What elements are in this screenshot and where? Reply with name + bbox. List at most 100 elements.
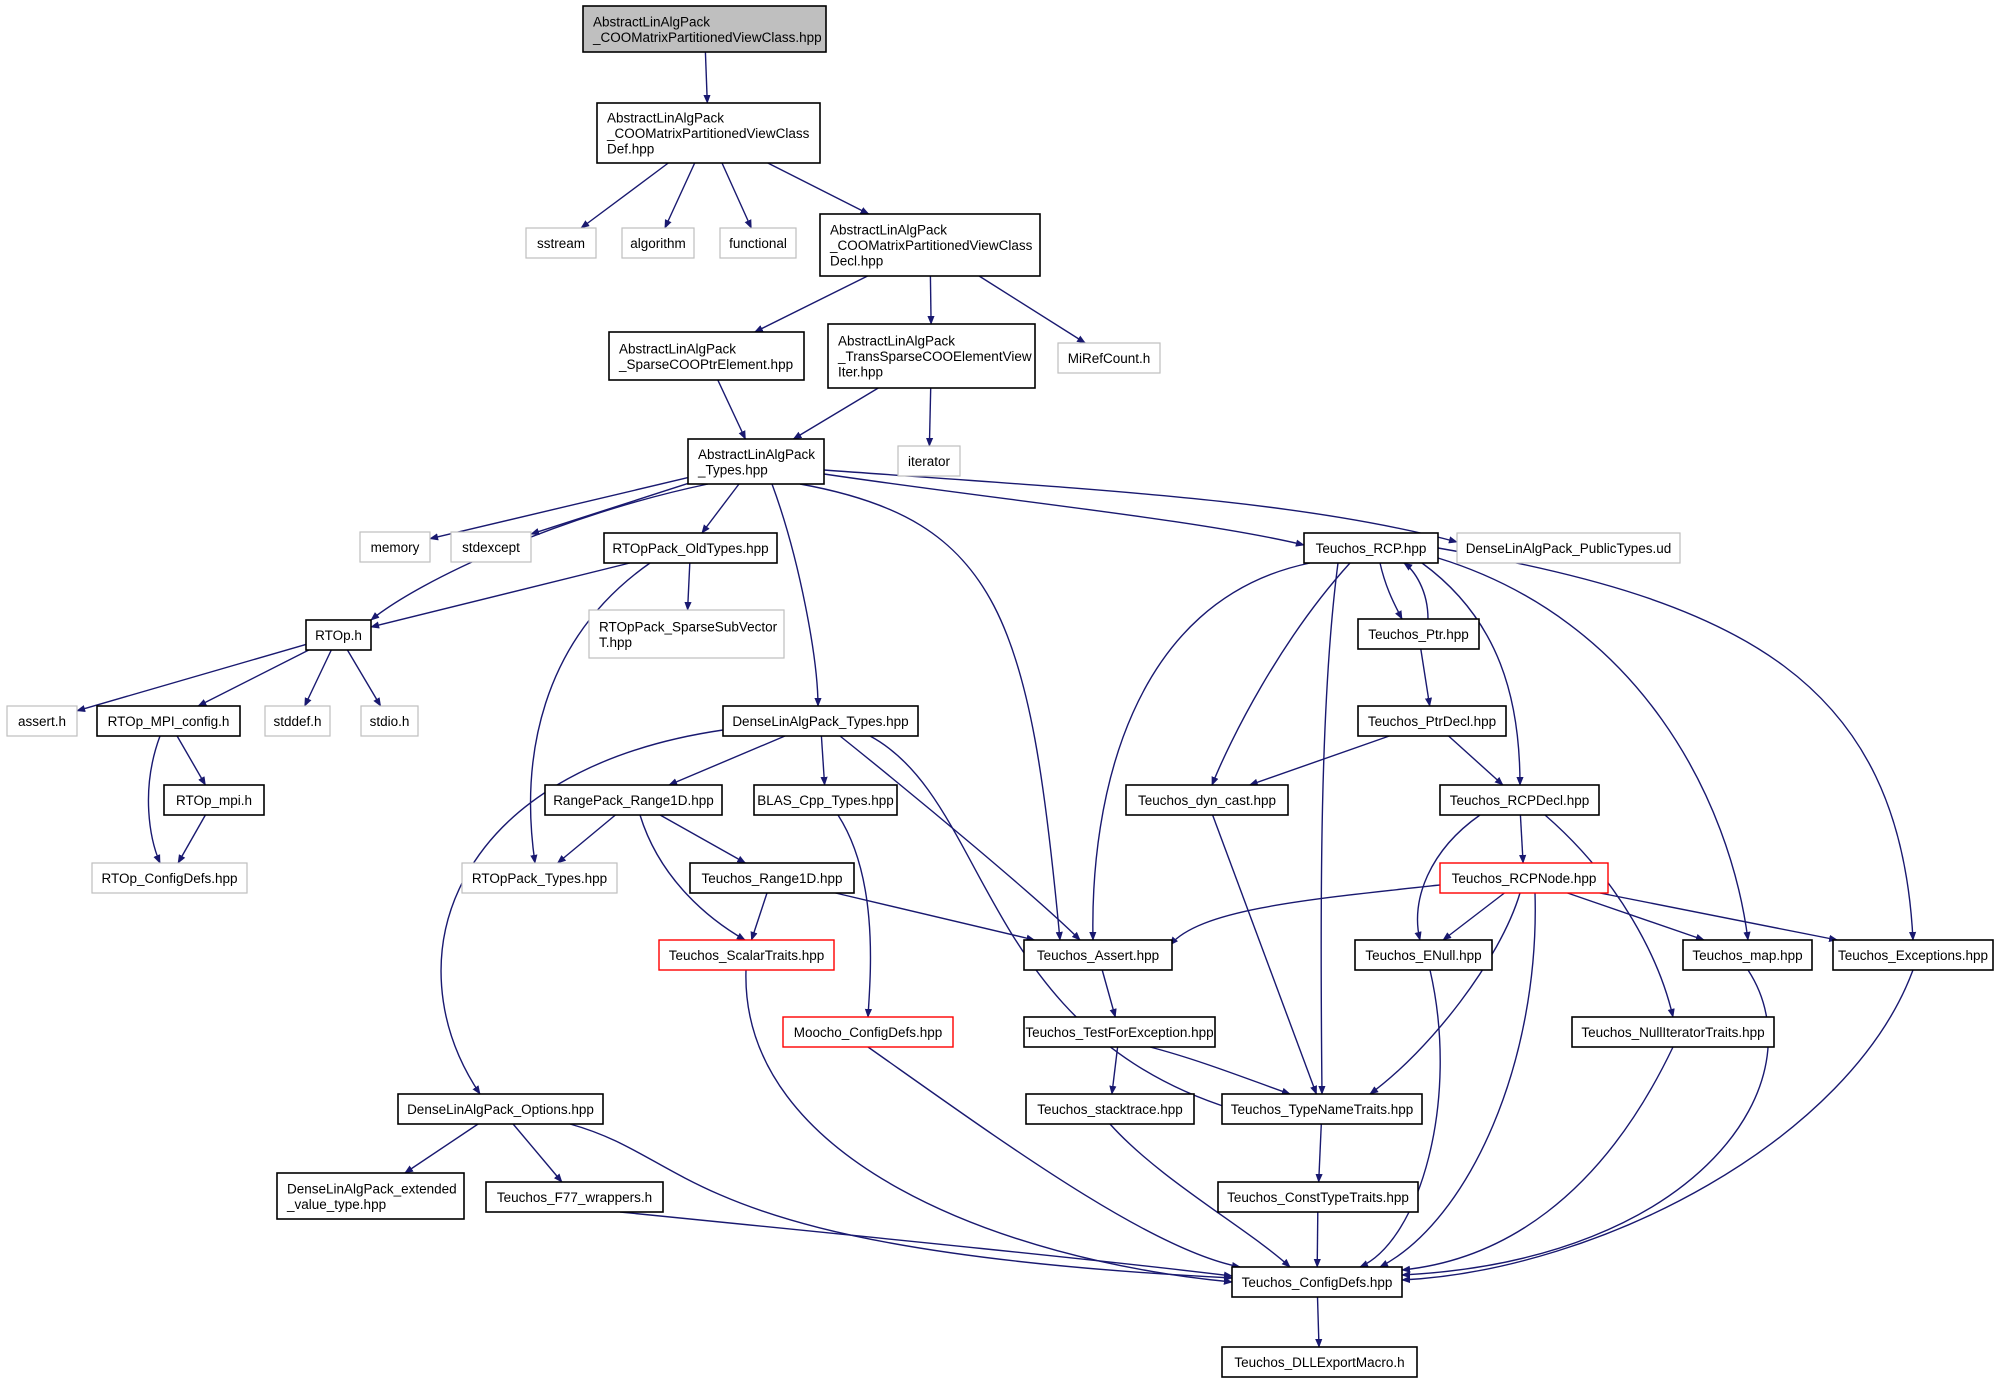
node-consttypetraits[interactable]: Teuchos_ConstTypeTraits.hpp [1217,1181,1419,1213]
node-label-line: algorithm [630,236,686,251]
node-types[interactable]: AbstractLinAlgPack_Types.hpp [687,438,825,485]
node-box [1357,618,1480,650]
node-dla_extended[interactable]: DenseLinAlgPack_extended_value_type.hpp [276,1172,465,1220]
node-rtop_mpi[interactable]: RTOp_mpi.h [163,784,265,816]
node-rtoppack_old[interactable]: RTOpPack_OldTypes.hpp [603,532,778,564]
node-sparsecooptr[interactable]: AbstractLinAlgPack_SparseCOOPtrElement.h… [608,331,805,381]
node-rtoppack_types: RTOpPack_Types.hpp [461,862,618,894]
edge-rcpdecl-to-nulliter [1544,814,1675,1018]
edge-root-to-def [703,51,711,104]
node-rcpnode[interactable]: Teuchos_RCPNode.hpp [1439,862,1609,894]
node-rtop_mpi_config[interactable]: RTOp_MPI_config.h [96,705,241,737]
edge-rtoppack_old-to-rtoppack_sparsesub [684,562,692,611]
edge-rtop_mpi_config-to-rtop_mpi [176,735,207,786]
node-nulliter[interactable]: Teuchos_NullIteratorTraits.hpp [1571,1016,1775,1048]
node-transsparse[interactable]: AbstractLinAlgPack_TransSparseCOOElement… [827,323,1036,389]
edge-teuchos_rcp-to-teuchos_map [1437,557,1751,941]
node-label-line: Teuchos_F77_wrappers.h [497,1190,652,1205]
node-box [827,323,1036,389]
edge-teuchos_rcp-to-exceptions [1437,547,1917,941]
node-box [588,609,785,659]
node-teuchos_rcp[interactable]: Teuchos_RCP.hpp [1303,532,1439,564]
node-box [1357,705,1507,737]
node-box [91,862,248,894]
edge-def-to-functional [721,162,752,229]
node-box [1439,784,1600,816]
node-box [722,705,919,737]
node-label-line: Decl.hpp [830,254,883,269]
node-dla_options[interactable]: DenseLinAlgPack_Options.hpp [397,1093,604,1125]
node-exceptions[interactable]: Teuchos_Exceptions.hpp [1832,939,1994,971]
edge-teuchos_rcp-to-teuchos_ptr [1379,562,1403,620]
node-teuchos_configdefs[interactable]: Teuchos_ConfigDefs.hpp [1231,1266,1403,1298]
node-def[interactable]: AbstractLinAlgPack_COOMatrixPartitionedV… [596,102,821,164]
edge-nulliter-to-teuchos_configdefs [1401,1046,1674,1273]
node-box [1221,1346,1418,1378]
node-scalartraits[interactable]: Teuchos_ScalarTraits.hpp [658,939,835,971]
node-rangepack[interactable]: RangePack_Range1D.hpp [544,784,723,816]
node-memory: memory [359,531,431,563]
node-dla_types[interactable]: DenseLinAlgPack_Types.hpp [722,705,919,737]
node-label-line: Teuchos_RCPDecl.hpp [1450,793,1590,808]
node-label-line: _COOMatrixPartitionedViewClass [829,238,1033,253]
node-label-line: Teuchos_TestForException.hpp [1025,1025,1213,1040]
node-testforexception[interactable]: Teuchos_TestForException.hpp [1023,1016,1216,1048]
node-box [1221,1093,1423,1125]
edge-rcpdecl-to-enull [1414,814,1481,941]
node-label-line: BLAS_Cpp_Types.hpp [757,793,894,808]
edge-types-to-teuchos_assert [799,483,1063,941]
node-box [450,531,532,563]
node-rtop_configdefs: RTOp_ConfigDefs.hpp [91,862,248,894]
node-stacktrace[interactable]: Teuchos_stacktrace.hpp [1025,1093,1195,1125]
nodes-layer: AbstractLinAlgPack _COOMatrixPartitionedV… [6,5,1994,1378]
node-label-line: _value_type.hpp [286,1197,386,1212]
node-box [544,784,723,816]
node-label-line: Teuchos_ConfigDefs.hpp [1242,1275,1393,1290]
node-decl[interactable]: AbstractLinAlgPack_COOMatrixPartitionedV… [819,213,1041,277]
node-teuchos_ptrdecl[interactable]: Teuchos_PtrDecl.hpp [1357,705,1507,737]
node-box [360,705,419,737]
node-moocho_config[interactable]: Moocho_ConfigDefs.hpp [782,1016,954,1048]
node-blas[interactable]: BLAS_Cpp_Types.hpp [753,784,898,816]
node-stdio: stdio.h [360,705,419,737]
node-label-line: RTOp_MPI_config.h [108,714,230,729]
edge-teuchos_configdefs-to-dllexport [1315,1296,1323,1348]
edge-rcpnode-to-teuchos_assert [1169,884,1441,946]
node-rtop_h[interactable]: RTOp.h [305,619,372,651]
edge-teuchos_rcp-to-typenametraits [1318,562,1339,1095]
node-box [1456,532,1681,564]
node-label-line: AbstractLinAlgPack [593,14,710,29]
node-f77[interactable]: Teuchos_F77_wrappers.h [485,1181,664,1213]
node-teuchos_map[interactable]: Teuchos_map.hpp [1682,939,1813,971]
node-box [305,619,372,651]
node-box [461,862,618,894]
node-box [264,705,331,737]
node-rcpdecl[interactable]: Teuchos_RCPDecl.hpp [1439,784,1600,816]
node-root[interactable]: AbstractLinAlgPack_COOMatrixPartitionedV… [582,5,827,53]
node-dyn_cast[interactable]: Teuchos_dyn_cast.hpp [1125,784,1289,816]
node-box [163,784,265,816]
node-label-line: DenseLinAlgPack_extended [287,1181,457,1196]
edge-teuchos_range1d-to-scalartraits [750,892,768,941]
edge-rcpdecl-to-rcpnode [1519,814,1527,864]
node-label-line: _COOMatrixPartitionedViewClass [606,126,810,141]
node-label-line: Teuchos_PtrDecl.hpp [1368,714,1496,729]
node-label-line: memory [371,540,420,555]
edge-rtop_mpi-to-rtop_configdefs [177,814,207,864]
node-box [689,862,855,894]
node-label-line: iterator [908,454,951,469]
node-dllexport[interactable]: Teuchos_DLLExportMacro.h [1221,1346,1418,1378]
node-box [525,227,597,259]
node-enull[interactable]: Teuchos_ENull.hpp [1354,939,1493,971]
node-teuchos_ptr[interactable]: Teuchos_Ptr.hpp [1357,618,1480,650]
node-typenametraits[interactable]: Teuchos_TypeNameTraits.hpp [1221,1093,1423,1125]
node-dla_public: DenseLinAlgPack_PublicTypes.ud [1456,532,1681,564]
node-label-line: RangePack_Range1D.hpp [553,793,714,808]
edge-decl-to-sparsecooptr [753,275,868,333]
node-teuchos_range1d[interactable]: Teuchos_Range1D.hpp [689,862,855,894]
node-teuchos_assert[interactable]: Teuchos_Assert.hpp [1023,939,1173,971]
node-label-line: Teuchos_TypeNameTraits.hpp [1231,1102,1414,1117]
node-label-line: DenseLinAlgPack_Options.hpp [407,1102,594,1117]
node-label-line: Teuchos_Ptr.hpp [1368,627,1469,642]
